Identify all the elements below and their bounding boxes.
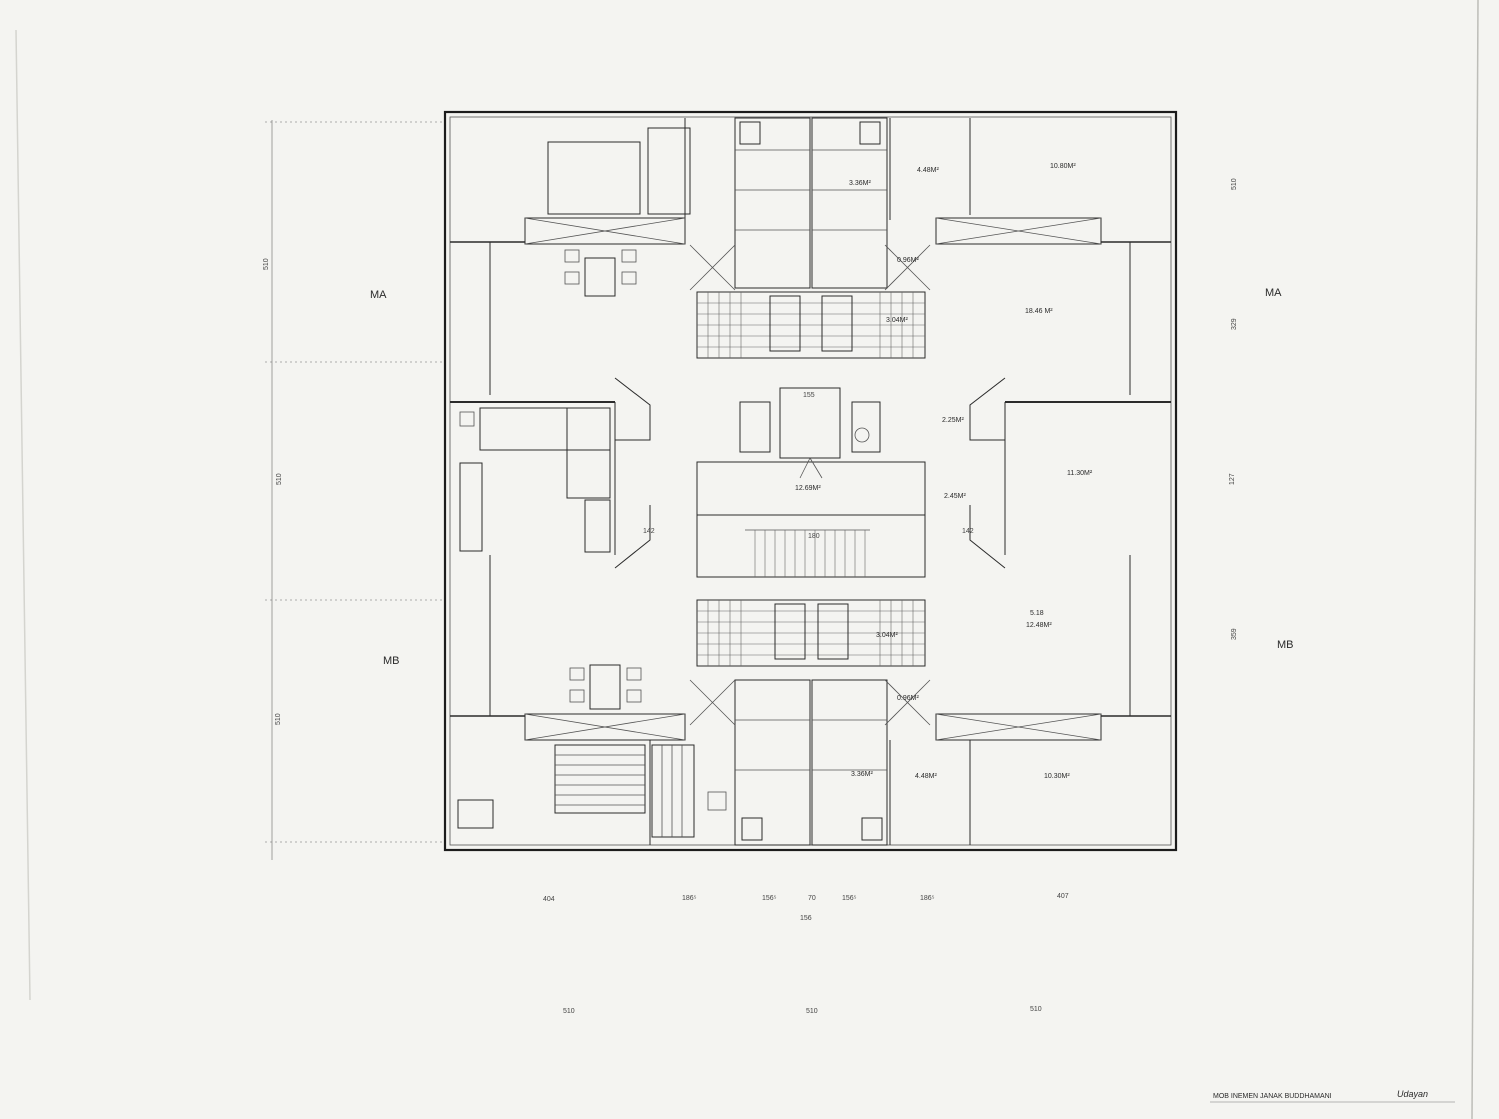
dimension-text: 70: [808, 895, 816, 902]
dimension-text: 186⁵: [920, 895, 935, 902]
room-area: 4.48M²: [917, 167, 939, 174]
room-area: 2.45M²: [944, 493, 966, 500]
room-area: 0.96M²: [897, 257, 919, 264]
room-area: 5.18: [1030, 610, 1044, 617]
room-area: 12.69M²: [795, 485, 821, 492]
dimension-text: 127: [1229, 473, 1236, 485]
room-area: 0.96M²: [897, 695, 919, 702]
dimension-text: 510: [276, 473, 283, 485]
kitchen-units: [734, 117, 888, 846]
stair-core: [696, 387, 926, 578]
dimension-text: 510: [263, 258, 270, 270]
dimension-text: 180: [808, 533, 820, 540]
dimension-text: 329: [1231, 318, 1238, 330]
dimension-text: 359: [1231, 628, 1238, 640]
room-area: 3.04M²: [876, 632, 898, 639]
bathroom-tiles-top: [696, 291, 926, 359]
dimension-text: 142: [962, 528, 974, 535]
furniture: [457, 127, 881, 838]
dimension-text: 156⁵: [842, 895, 857, 902]
dimension-text: 186⁵: [682, 895, 697, 902]
sheet-edge-left: [15, 29, 31, 1001]
entry-walls: [614, 244, 1006, 726]
room-area: 3.36M²: [849, 180, 871, 187]
room-area: 3.36M²: [851, 771, 873, 778]
unit-label-top-right: MA: [1265, 287, 1282, 299]
room-area: 10.80M²: [1050, 163, 1076, 170]
dimension-lines: [265, 120, 445, 860]
bathroom-tiles-bottom: [696, 599, 926, 667]
room-area: 12.48M²: [1026, 622, 1052, 629]
unit-label-bottom-left: MB: [383, 655, 400, 667]
dimension-text: 407: [1057, 893, 1069, 900]
title-block: MOB INEMEN JANAK BUDDHAMANI: [1213, 1093, 1332, 1100]
dimension-text: 510: [806, 1008, 818, 1015]
dimension-text: 510: [1030, 1006, 1042, 1013]
dimension-text: 404: [543, 896, 555, 903]
dimension-text: 510: [275, 713, 282, 725]
room-area: 11.30M²: [1067, 470, 1093, 477]
dimension-text: 156⁵: [762, 895, 777, 902]
room-area: 4.48M²: [915, 773, 937, 780]
dimension-text: 155: [803, 392, 815, 399]
room-area: 3.04M²: [886, 317, 908, 324]
dimension-text: 510: [563, 1008, 575, 1015]
unit-label-top-left: MA: [370, 289, 387, 301]
signature: Udayan: [1397, 1089, 1428, 1099]
balcony-windows: [524, 217, 1102, 741]
dimension-text: 156: [800, 915, 812, 922]
room-area: 2.25M²: [942, 417, 964, 424]
room-area: 18.46 M²: [1025, 308, 1053, 315]
sheet-edge-right: [1471, 0, 1479, 1119]
interior-walls: [450, 118, 1171, 845]
room-area: 10.30M²: [1044, 773, 1070, 780]
unit-label-bottom-right: MB: [1277, 639, 1294, 651]
dimension-text: 510: [1231, 178, 1238, 190]
dimension-text: 142: [643, 528, 655, 535]
